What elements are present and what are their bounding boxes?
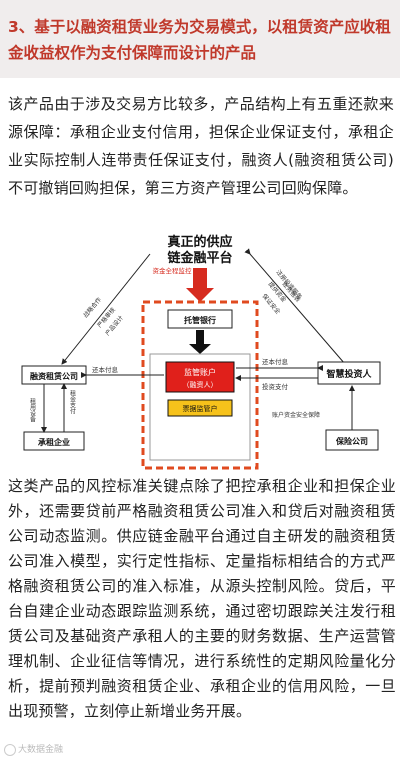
custody-bank-label: 托管银行 [184,315,216,325]
insurer-label: 保险公司 [335,436,368,446]
inner-frame [149,353,251,461]
lessee-box [23,431,85,451]
leasing-company-label: 融资租赁公司 [30,371,78,381]
heading-block: 3、基于以融资租赁业务为交易模式，以租赁资产应收租金收益权作为支付保障而设计的产… [0,0,400,78]
label-rent-payment: 租金支付 [69,389,76,415]
receivable-account-label: 票据监管户 [183,404,218,413]
watermark-label: 大数据金融 [18,745,64,755]
fund-label-bg [150,265,194,275]
paragraph-2: 这类产品的风控标准关键点除了把控承租企业和担保企业外，还需要贷前严格融资租赁公司… [8,477,396,720]
paragraph-1: 该产品由于涉及交易方比较多，产品结构上有五重还款来源保障：承租企业支付信用，担保… [8,95,394,197]
supervised-account-line2: （融资人） [183,380,218,389]
line-platform-leasing [61,253,151,365]
black-arrow-head [189,344,211,354]
watermark: 大数据金融 [4,742,63,756]
receivable-account-box [167,399,233,417]
custody-bank-box [167,309,233,329]
watermark-icon [4,743,16,756]
label-invest-pay: 投资支付 [262,382,289,391]
lessee-label: 承租企业 [38,437,70,447]
diagram-svg: 真正的供应 链金融平台 战略合作 严格审核 产品设计 注册投资服务 提供资金 账… [21,234,381,470]
label-rent-equipment: 租用设备 [29,397,36,423]
black-arrow-shaft [196,330,204,344]
platform-title-line2: 链金融平台 [166,250,232,266]
section-heading: 3、基于以融资租赁业务为交易模式，以租赁资产应收租金收益权作为支付保障而设计的产… [8,18,391,62]
line-platform-investor [244,248,346,365]
red-arrow-head [186,288,214,302]
label-strategic-coop: 战略合作 [81,296,103,320]
supervised-account-box [165,361,235,393]
label-account-security: 账户资金安全保障 [272,411,320,419]
label-repay-left: 还本付息 [92,365,119,374]
investor-label: 智慧投资人 [326,368,372,380]
supervised-account-line1: 监管账户 [184,367,216,377]
flow-diagram: 真正的供应 链金融平台 战略合作 严格审核 产品设计 注册投资服务 提供资金 账… [0,232,400,474]
dashed-frame [141,300,259,470]
fund-monitor-label: 资金全程监控 [153,266,193,275]
investor-box [317,361,381,385]
platform-title-line1: 真正的供应 [167,234,232,250]
red-arrow-shaft [193,268,207,288]
label-repay-right: 还本付息 [262,357,289,366]
